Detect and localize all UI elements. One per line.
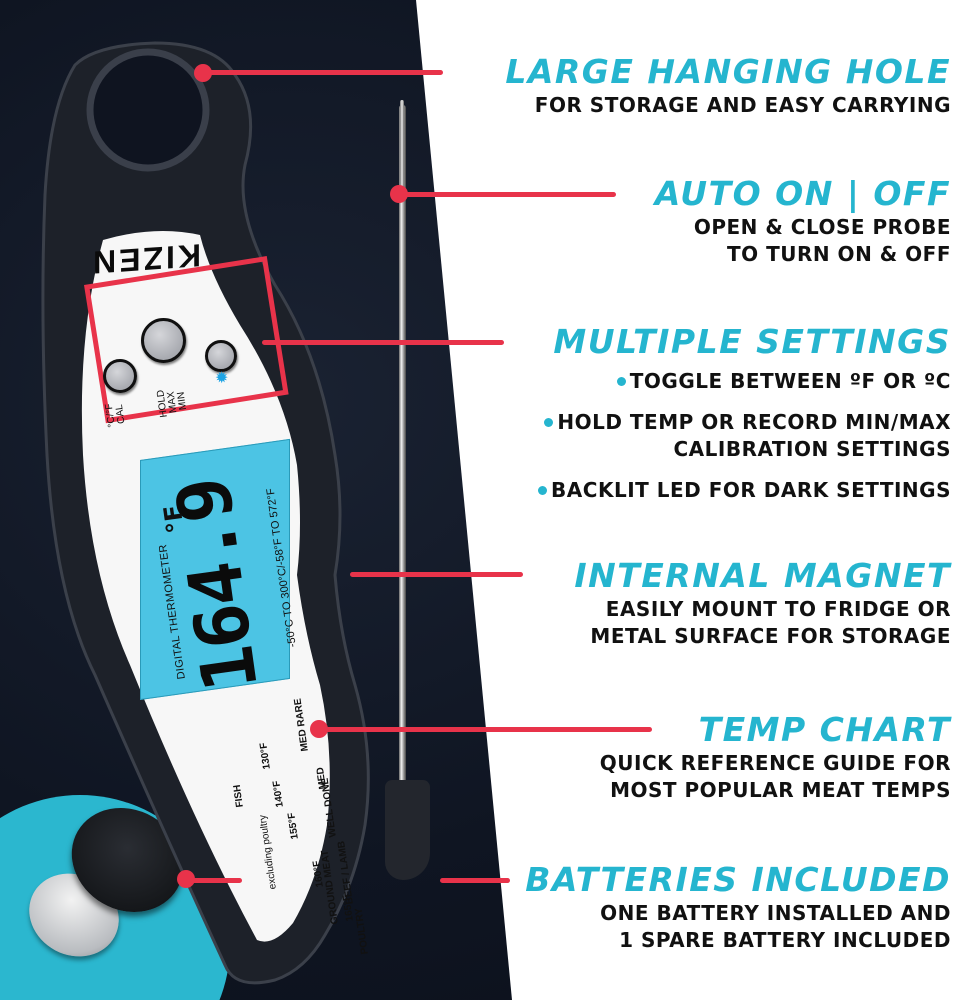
bullet-icon [616,377,626,386]
backlight-button [205,340,237,372]
settings-bullet: TOGGLE BETWEEN ºF OR ºC [538,368,951,395]
feature-internal-magnet: INTERNAL MAGNET EASILY MOUNT TO FRIDGE O… [574,556,951,650]
feature-desc: ONE BATTERY INSTALLED AND [600,901,951,925]
feature-auto-on-off: AUTO ON | OFF OPEN & CLOSE PROBE TO TURN… [655,174,951,268]
hold-max-min-label: HOLD MAX MIN [155,389,190,419]
bullet-icon [538,486,548,495]
probe-needle [399,105,406,795]
unit-toggle-button [103,359,137,393]
bullet-icon [544,418,554,427]
callout-line-temp-chart [322,727,652,732]
feature-multiple-settings: MULTIPLE SETTINGS TOGGLE BETWEEN ºF OR º… [538,322,951,504]
callout-line-magnet [350,572,523,577]
callout-dot-hanging-hole [194,64,212,82]
settings-bullet: BACKLIT LED FOR DARK SETTINGS [538,477,951,504]
feature-desc: MOST POPULAR MEAT TEMPS [610,778,951,802]
feature-desc: TO TURN ON & OFF [726,242,951,266]
feature-title: TEMP CHART [698,710,951,749]
callout-dot-auto-on-off [390,185,408,203]
hold-button [141,318,186,363]
probe-tip [400,100,404,190]
feature-title: MULTIPLE SETTINGS [553,322,951,361]
settings-bullet: HOLD TEMP OR RECORD MIN/MAX [538,409,951,436]
lcd-unit: °F [158,502,191,536]
unit-toggle-label: °C/°F CAL [103,402,128,429]
feature-title: INTERNAL MAGNET [574,556,951,595]
feature-desc: 1 SPARE BATTERY INCLUDED [619,928,951,952]
feature-title: AUTO ON | OFF [654,174,951,213]
callout-line-batteries [190,878,242,883]
feature-desc: QUICK REFERENCE GUIDE FOR [599,751,951,775]
feature-hanging-hole: LARGE HANGING HOLE FOR STORAGE AND EASY … [505,52,951,119]
callout-line-settings [262,340,504,345]
callout-dot-batteries [177,870,195,888]
callout-line-hanging-hole [205,70,443,75]
feature-batteries: BATTERIES INCLUDED ONE BATTERY INSTALLED… [525,860,951,954]
feature-title: BATTERIES INCLUDED [525,860,951,899]
feature-desc: FOR STORAGE AND EASY CARRYING [534,93,951,117]
callout-line-batteries-right [440,878,510,883]
feature-desc: EASILY MOUNT TO FRIDGE OR [605,597,951,621]
feature-desc: CALIBRATION SETTINGS [673,437,951,461]
callout-line-auto-on-off [400,192,616,197]
feature-temp-chart: TEMP CHART QUICK REFERENCE GUIDE FOR MOS… [600,710,951,804]
feature-title: LARGE HANGING HOLE [505,52,951,91]
backlight-icon: ✹ [215,370,229,387]
feature-desc: OPEN & CLOSE PROBE [693,215,951,239]
probe-hinge [385,780,430,880]
callout-dot-temp-chart [310,720,328,738]
feature-desc: METAL SURFACE FOR STORAGE [590,624,951,648]
